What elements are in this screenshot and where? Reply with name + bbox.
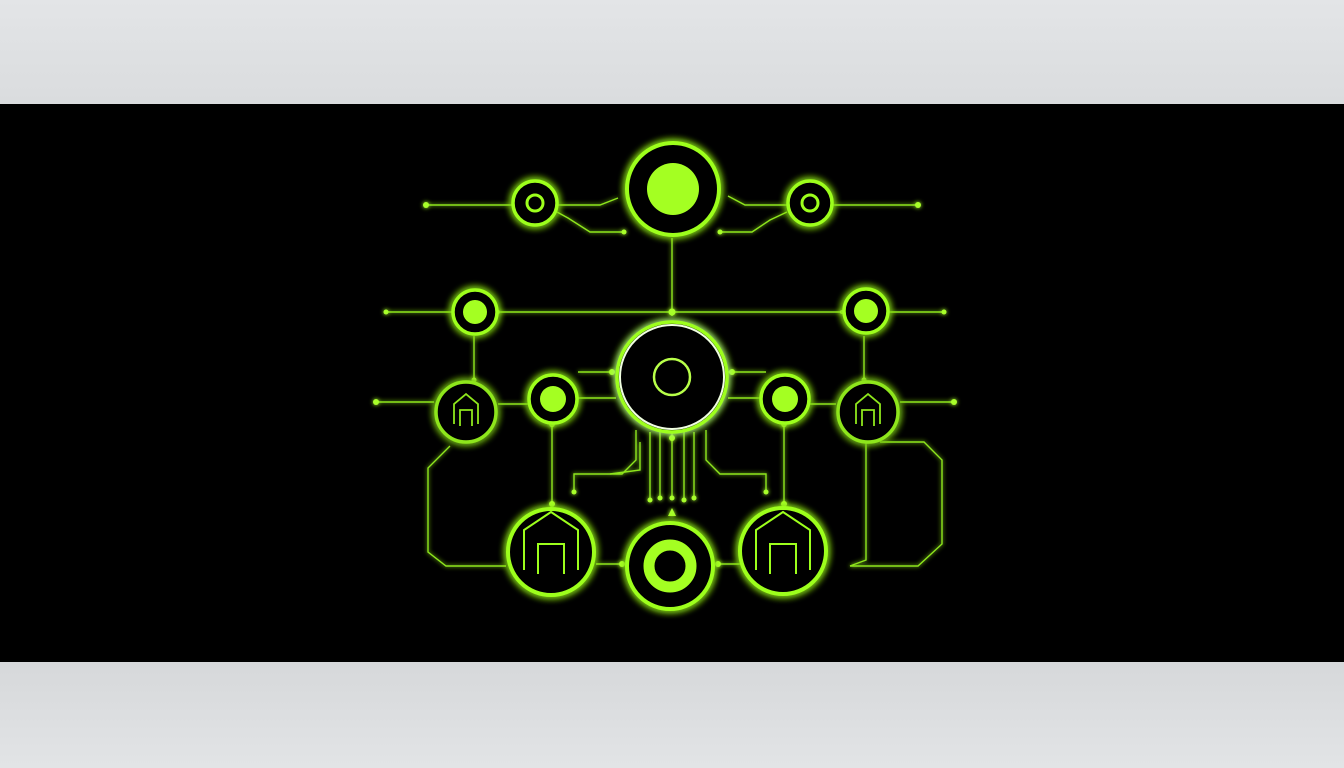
node-outer-left xyxy=(434,380,498,444)
node-outer-right xyxy=(836,380,900,444)
node-bottom-left xyxy=(506,507,596,597)
node-top-right xyxy=(786,179,834,227)
node-mid-left xyxy=(451,288,499,336)
house-icon xyxy=(453,392,479,426)
connection-lines xyxy=(376,195,954,567)
node-hub xyxy=(615,320,729,434)
node-inner-right xyxy=(759,373,811,425)
node-bottom-right xyxy=(738,506,828,596)
node-top-center xyxy=(625,141,721,237)
node-bottom-center xyxy=(625,521,715,611)
house-icon xyxy=(855,392,881,426)
terminal-dots xyxy=(373,202,957,567)
letterbox-bottom xyxy=(0,662,1344,768)
letterbox-top xyxy=(0,0,1344,104)
node-inner-left xyxy=(527,373,579,425)
house-icon xyxy=(523,510,579,574)
house-icon xyxy=(755,510,811,574)
node-top-left xyxy=(511,179,559,227)
node-mid-right xyxy=(842,287,890,335)
